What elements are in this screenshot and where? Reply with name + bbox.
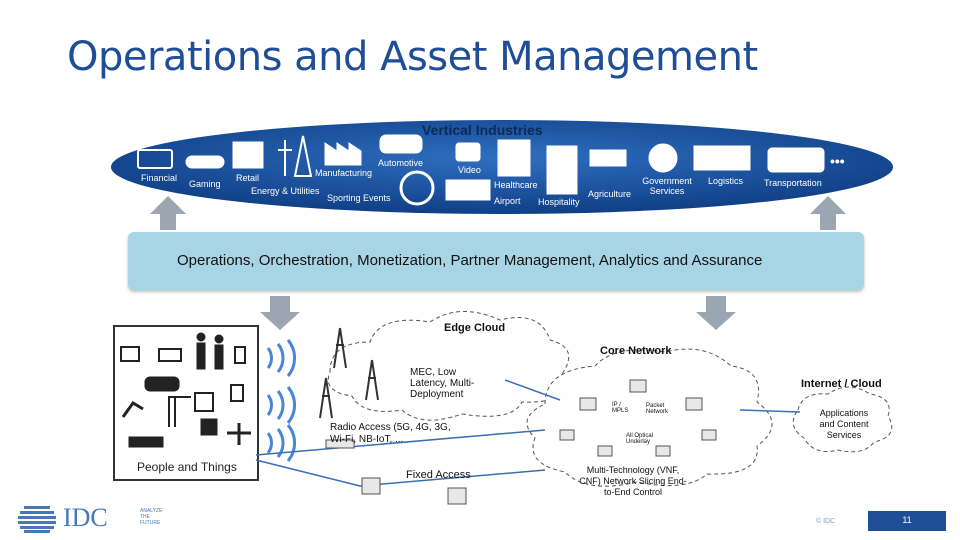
idc-logo-globe	[18, 506, 56, 533]
retail-icon	[232, 141, 264, 169]
energy-icon	[278, 135, 313, 177]
tablet-icon	[120, 346, 140, 362]
switch-icon-2	[447, 487, 467, 505]
radio-access-label: Radio Access (5G, 4G, 3G, Wi-Fi, NB-IoT,…	[330, 422, 451, 445]
tower-icon-3	[319, 377, 333, 419]
healthcare-icon	[497, 139, 531, 177]
edge-cloud-shape	[327, 311, 570, 421]
router-icon-4	[559, 429, 575, 441]
manufacturing-icon	[324, 142, 362, 166]
tower-icon-2	[365, 359, 379, 401]
people-and-things-label: People and Things	[137, 460, 237, 474]
agriculture-icon	[589, 149, 627, 167]
industry-logistics: Logistics	[708, 176, 744, 186]
core-network-caption: Multi-Technology (VNF, CNF) Network Slic…	[579, 465, 687, 497]
industry-energy: Energy & Utilities	[251, 186, 320, 196]
financial-icon	[137, 149, 173, 169]
government-icon	[648, 143, 678, 173]
industry-airport: Airport	[494, 196, 521, 206]
industry-automotive: Automotive	[378, 158, 424, 168]
router-icon-6	[655, 445, 671, 457]
industry-manufacturing: Manufacturing	[315, 168, 373, 178]
page-title: Operations and Asset Management	[67, 34, 758, 80]
transportation-icon	[767, 147, 825, 173]
robot-arm-icon	[121, 401, 144, 418]
idc-logo-text: IDC	[63, 503, 108, 532]
video-icon	[455, 142, 481, 162]
car-icon	[144, 376, 180, 392]
internet-cloud-body: Applications and Content Services	[819, 408, 869, 440]
industry-agriculture: Agriculture	[588, 189, 632, 199]
chip-icon	[194, 392, 214, 412]
industry-healthcare: Healthcare	[494, 180, 538, 190]
page-number-bar: 11	[868, 511, 946, 531]
gaming-icon	[185, 155, 225, 169]
robot-icon	[200, 418, 218, 436]
industry-government: Government Services	[642, 176, 692, 196]
industry-retail: Retail	[236, 173, 260, 183]
person-icon	[196, 332, 206, 342]
watch-icon	[230, 384, 244, 402]
sporting-events-icon	[399, 170, 435, 206]
router-icon-2	[629, 379, 647, 393]
industry-sporting-events: Sporting Events	[327, 193, 391, 203]
packet-network-label: Packet Network	[646, 403, 669, 415]
operations-bar-label: Operations, Orchestration, Monetization,…	[177, 252, 763, 269]
core-network-heading: Core Network	[600, 345, 672, 357]
internet-cloud-heading: Internet / Cloud	[801, 378, 882, 390]
tower-icon	[333, 327, 347, 369]
edge-cloud-heading: Edge Cloud	[444, 322, 506, 334]
industry-video: Video	[458, 165, 481, 175]
core-cloud-shape	[526, 348, 773, 487]
person-icon-2	[214, 334, 224, 344]
logistics-icon	[693, 145, 751, 171]
people-and-things-box: People and Things	[113, 325, 259, 481]
hospitality-icon	[546, 145, 578, 195]
airport-icon	[445, 179, 491, 201]
arrow-up-left-icon	[150, 196, 186, 230]
industry-hospitality: Hospitality	[538, 197, 580, 207]
industry-transportation: Transportation	[764, 178, 822, 188]
optical-underlay-label: All Optical Underlay	[626, 433, 654, 445]
router-icon	[579, 397, 597, 411]
industry-financial: Financial	[141, 173, 178, 183]
arrow-down-right-icon	[696, 296, 736, 330]
crane-icon	[168, 396, 191, 427]
operations-bar: Operations, Orchestration, Monetization,…	[128, 232, 864, 290]
fixed-access-label: Fixed Access	[406, 469, 471, 481]
mec-label: MEC, Low Latency, Multi-Deployment	[410, 367, 475, 400]
switch-icon	[361, 477, 381, 495]
idc-tagline: ANALYZE THE FUTURE	[140, 508, 163, 526]
automotive-icon	[379, 134, 423, 154]
modem-icon	[325, 439, 355, 449]
copyright: © IDC	[816, 518, 836, 525]
arrow-down-left-icon	[260, 296, 300, 330]
phone-icon	[234, 346, 246, 364]
laptop-icon	[158, 348, 182, 362]
ip-mpls-label: IP / MPLS	[612, 402, 629, 414]
plane-icon	[227, 423, 251, 445]
router-icon-3	[685, 397, 703, 411]
devices-icons	[120, 332, 251, 448]
router-icon-5	[597, 445, 613, 457]
industry-gaming: Gaming	[189, 179, 221, 189]
industry-ellipsis: •••	[830, 153, 845, 169]
arrow-up-right-icon	[810, 196, 846, 230]
page-number: 11	[902, 515, 912, 525]
vertical-industries-heading: Vertical Industries	[422, 122, 543, 138]
internet-cloud-shape	[792, 386, 893, 453]
ship-icon	[128, 436, 164, 448]
router-icon-7	[701, 429, 717, 441]
